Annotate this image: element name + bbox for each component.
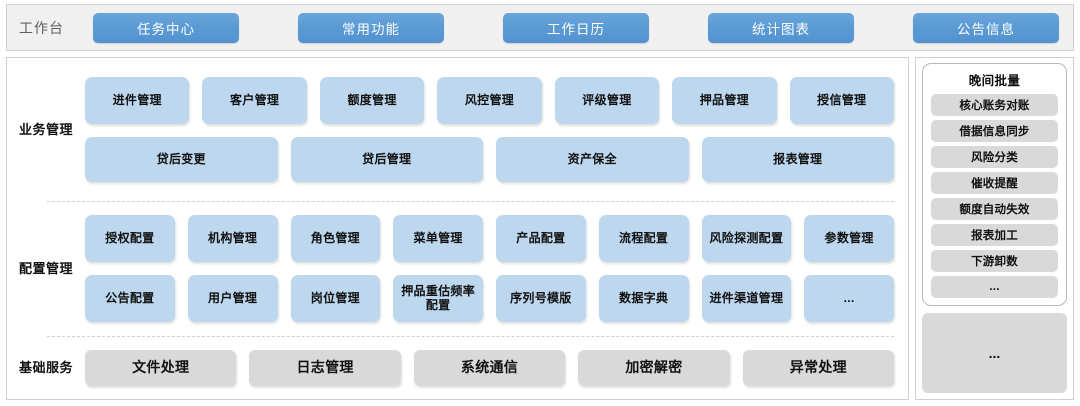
tile-system-communication[interactable]: 系统通信 [413,349,566,386]
tile-data-dictionary[interactable]: 数据字典 [598,275,689,322]
section-business-management: 业务管理 进件管理 客户管理 额度管理 风控管理 评级管理 押品管理 授信管理 … [7,58,908,201]
tab-work-calendar[interactable]: 工作日历 [503,12,649,43]
tile-risk-detection-config[interactable]: 风险探测配置 [701,215,792,262]
tile-customer-management[interactable]: 客户管理 [202,77,307,124]
section-label-configuration: 配置管理 [18,260,73,276]
page-title: 工作台 [19,19,64,36]
batch-item-limit-auto-expiry[interactable]: 额度自动失效 [931,198,1058,220]
tile-encryption-decryption[interactable]: 加密解密 [578,349,730,386]
tile-collateral-management[interactable]: 押品管理 [672,77,777,124]
tile-row: 进件管理 客户管理 额度管理 风控管理 评级管理 押品管理 授信管理 [85,77,894,124]
section-rows-basic-services: 文件处理 日志管理 系统通信 加密解密 异常处理 [85,349,908,386]
tile-rating-management[interactable]: 评级管理 [554,77,660,124]
section-divider-1 [47,201,894,202]
section-label-basic-services: 基础服务 [18,359,73,375]
tile-log-management[interactable]: 日志管理 [249,349,401,386]
section-rows-configuration: 授权配置 机构管理 角色管理 菜单管理 产品配置 流程配置 风险探测配置 参数管… [85,215,908,322]
nightly-batch-title: 晚间批量 [968,74,1021,88]
section-basic-services: 基础服务 文件处理 日志管理 系统通信 加密解密 异常处理 [7,336,908,399]
tile-credit-granting-management[interactable]: 授信管理 [789,77,894,124]
batch-item-loan-receipt-sync[interactable]: 借据信息同步 [931,120,1058,142]
section-configuration-management: 配置管理 授权配置 机构管理 角色管理 菜单管理 产品配置 流程配置 风险探测配… [7,201,908,336]
tile-report-management[interactable]: 报表管理 [701,137,894,182]
tile-process-config[interactable]: 流程配置 [598,215,689,262]
tab-statistics-chart[interactable]: 统计图表 [708,12,854,43]
top-tab-list: 任务中心 常用功能 工作日历 统计图表 公告信息 [93,12,1073,43]
tile-menu-management[interactable]: 菜单管理 [393,215,483,262]
tile-file-processing[interactable]: 文件处理 [85,349,237,386]
tab-announcements[interactable]: 公告信息 [913,12,1059,43]
tile-row: 贷后变更 贷后管理 资产保全 报表管理 [85,137,894,182]
batch-item-collection-reminder[interactable]: 催收提醒 [931,172,1058,194]
tile-serial-number-template[interactable]: 序列号模版 [496,275,586,322]
batch-item-report-processing[interactable]: 报表加工 [931,224,1058,246]
tile-more-configuration[interactable]: ... [804,275,894,322]
tile-risk-control-management[interactable]: 风控管理 [437,77,542,124]
tile-role-management[interactable]: 角色管理 [290,215,381,262]
right-side-panel: 晚间批量 核心账务对账 借据信息同步 风险分类 催收提醒 额度自动失效 报表加工… [915,57,1074,400]
batch-item-core-account-reconciliation[interactable]: 核心账务对账 [931,94,1058,116]
tile-post-loan-change[interactable]: 贷后变更 [85,137,278,182]
tile-asset-preservation[interactable]: 资产保全 [496,137,689,182]
tile-row: 公告配置 用户管理 岗位管理 押品重估频率配置 序列号模版 数据字典 进件渠道管… [85,275,894,322]
tile-post-loan-management[interactable]: 贷后管理 [290,137,483,182]
tile-organization-management[interactable]: 机构管理 [187,215,278,262]
tile-parameter-management[interactable]: 参数管理 [804,215,894,262]
batch-item-downstream-data-unload[interactable]: 下游卸数 [931,250,1058,272]
module-map-panel: 业务管理 进件管理 客户管理 额度管理 风控管理 评级管理 押品管理 授信管理 … [6,57,909,400]
tile-row: 文件处理 日志管理 系统通信 加密解密 异常处理 [85,349,895,386]
tab-task-center[interactable]: 任务中心 [93,12,239,43]
top-navigation-bar: 工作台 任务中心 常用功能 工作日历 统计图表 公告信息 [6,4,1074,51]
nightly-batch-box: 晚间批量 核心账务对账 借据信息同步 风险分类 催收提醒 额度自动失效 报表加工… [922,63,1067,306]
tile-user-management[interactable]: 用户管理 [187,275,278,322]
batch-item-more[interactable]: ... [931,276,1058,298]
section-rows-business: 进件管理 客户管理 额度管理 风控管理 评级管理 押品管理 授信管理 贷后变更 … [85,77,908,182]
tile-collateral-revaluation-frequency-config[interactable]: 押品重估频率配置 [393,275,483,322]
tile-position-management[interactable]: 岗位管理 [290,275,381,322]
tab-common-functions[interactable]: 常用功能 [298,12,444,43]
tile-row: 授权配置 机构管理 角色管理 菜单管理 产品配置 流程配置 风险探测配置 参数管… [85,215,894,262]
tile-credit-limit-management[interactable]: 额度管理 [319,77,425,124]
section-label-business: 业务管理 [18,121,73,137]
tile-announcement-config[interactable]: 公告配置 [85,275,175,322]
tile-authorization-config[interactable]: 授权配置 [85,215,175,262]
tile-application-channel-management[interactable]: 进件渠道管理 [701,275,792,322]
section-divider-2 [47,336,894,337]
tile-exception-handling[interactable]: 异常处理 [742,349,895,386]
right-panel-more-button[interactable]: ... [922,313,1067,393]
tile-product-config[interactable]: 产品配置 [496,215,586,262]
batch-item-risk-classification[interactable]: 风险分类 [931,146,1058,168]
tile-application-management[interactable]: 进件管理 [85,77,190,124]
